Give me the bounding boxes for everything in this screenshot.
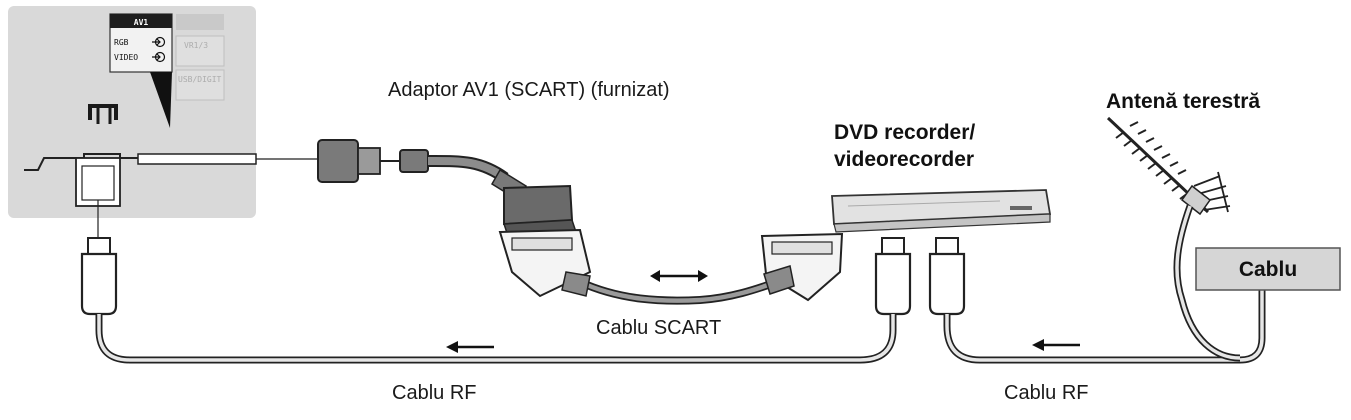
scart-adapter	[317, 139, 578, 237]
rgb-port-label: RGB	[114, 38, 129, 47]
video-port-label: VIDEO	[114, 53, 138, 62]
recorder-label-line1: DVD recorder/	[834, 121, 975, 144]
double-arrow-icon	[650, 270, 708, 282]
port-pointer-wedge	[150, 72, 172, 128]
usb-port-label: USB/DIGIT	[178, 75, 222, 84]
scart-cable	[498, 228, 844, 305]
scart-slot	[137, 153, 257, 165]
adapter-label: Adaptor AV1 (SCART) (furnizat)	[388, 79, 670, 101]
antenna-symbol-icon	[88, 104, 118, 124]
av1-port-block: AV1 RGB VIDEO	[109, 13, 173, 128]
faded-port-blocks: VR1/3 USB/DIGIT	[175, 14, 225, 101]
recorder-label-line2: videorecorder	[834, 148, 974, 171]
vr-port-label: VR1/3	[184, 41, 208, 50]
dvd-recorder-device	[831, 189, 1052, 233]
input-arrow-icon	[152, 36, 166, 63]
cable-source-box: Cablu	[1195, 247, 1341, 291]
antenna-label: Antenă terestră	[1106, 90, 1260, 113]
rf-cable-left	[95, 314, 897, 364]
rf-cable-left-label: Cablu RF	[392, 382, 476, 404]
cable-box-label: Cablu	[1239, 258, 1297, 281]
left-arrow-icon	[1032, 339, 1080, 351]
tv-rear-panel: AV1 RGB VIDEO VR1/3 USB/DIGIT	[8, 6, 320, 238]
scart-cable-label: Cablu SCART	[596, 317, 721, 339]
rf-plug-tv	[80, 237, 118, 316]
rf-plug-recorder-in	[928, 237, 966, 316]
terrestrial-antenna-icon	[1106, 116, 1241, 362]
rf-plug-recorder-out	[874, 237, 912, 316]
rf-cable-right	[943, 284, 1266, 364]
rf-cable-right-label: Cablu RF	[1004, 382, 1088, 404]
left-arrow-icon	[446, 341, 494, 353]
av1-header-label: AV1	[134, 18, 149, 27]
